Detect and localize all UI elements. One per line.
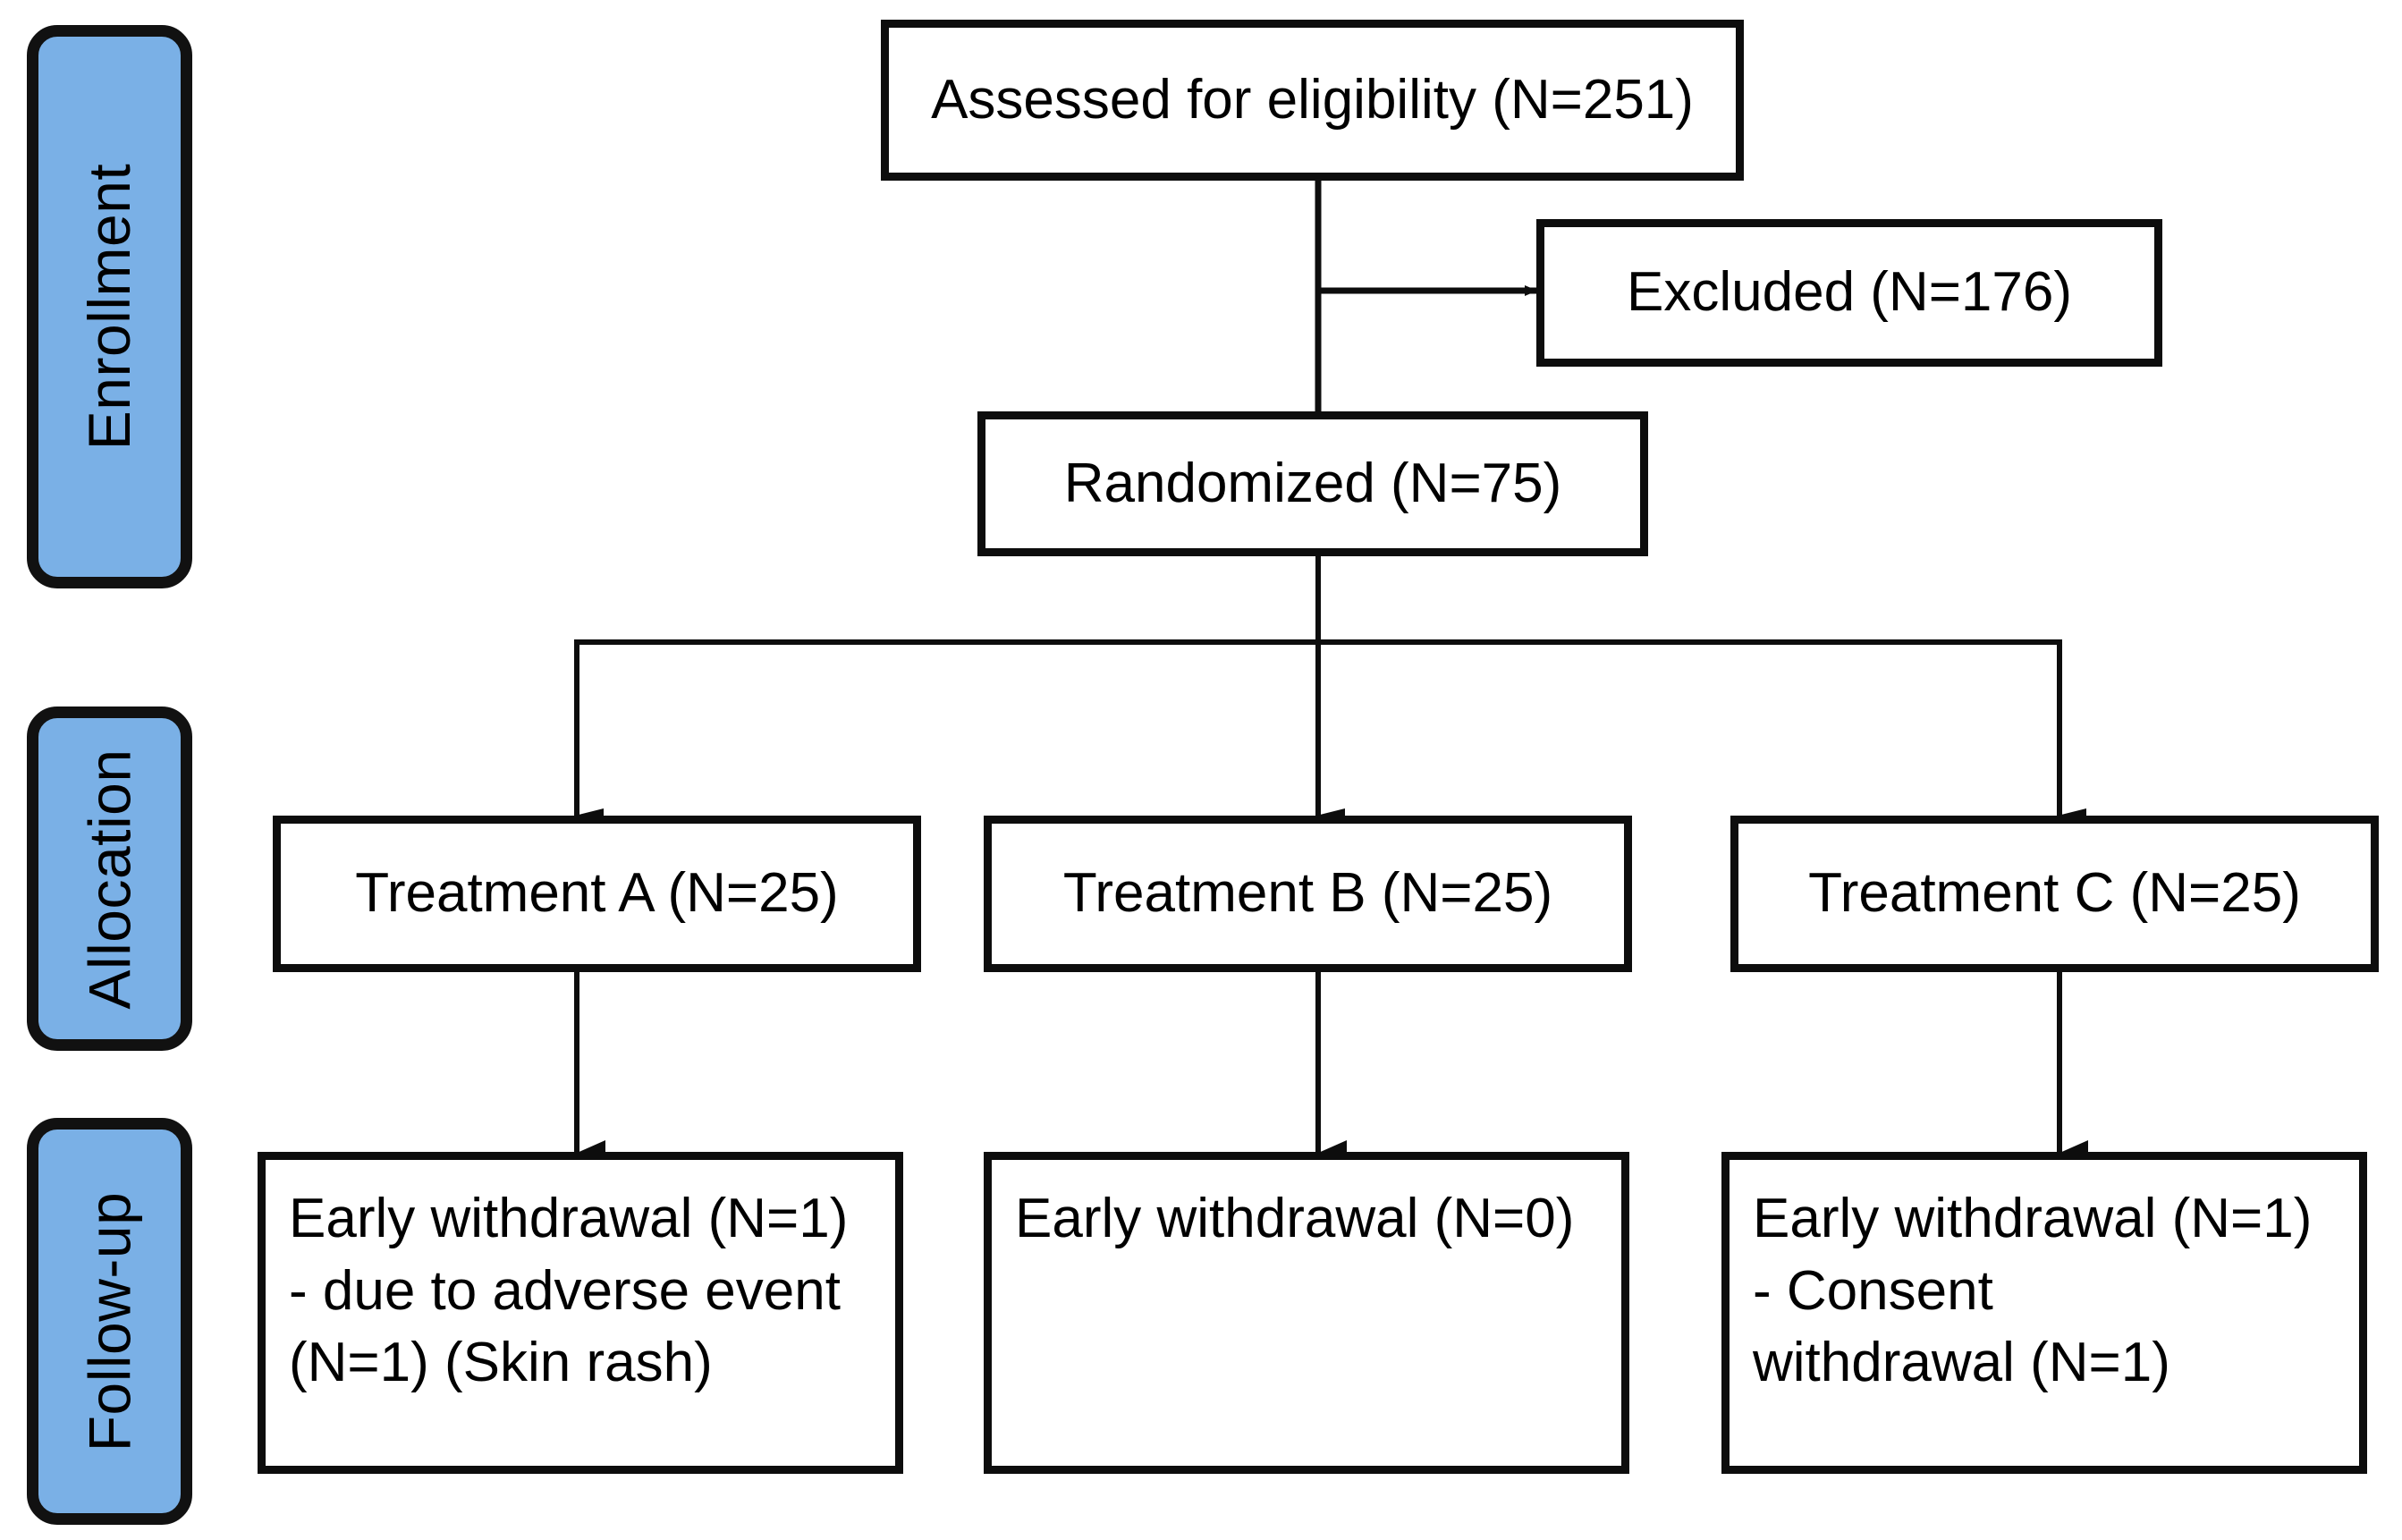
node-followup-c-label: Early withdrawal (N=1) - Consent withdra… [1753, 1188, 2313, 1394]
node-excluded-label: Excluded (N=176) [1627, 261, 2072, 324]
phase-pill-enrollment: Enrollment [27, 25, 192, 588]
node-randomized-label: Randomized (N=75) [1063, 452, 1562, 514]
phase-label-enrollment: Enrollment [76, 163, 143, 451]
node-followup-b-label: Early withdrawal (N=0) [1015, 1188, 1575, 1249]
node-assessed-for-eligibility: Assessed for eligibility (N=251) [881, 20, 1744, 181]
node-followup-b: Early withdrawal (N=0) [984, 1152, 1629, 1474]
node-excluded: Excluded (N=176) [1536, 219, 2162, 367]
node-followup-a: Early withdrawal (N=1) - due to adverse … [258, 1152, 903, 1474]
node-followup-a-label: Early withdrawal (N=1) - due to adverse … [289, 1188, 849, 1394]
node-treatment-c: Treatment C (N=25) [1730, 816, 2379, 972]
phase-pill-allocation: Allocation [27, 707, 192, 1051]
node-treatment-b-label: Treatment B (N=25) [1062, 862, 1553, 925]
node-treatment-c-label: Treatment C (N=25) [1808, 862, 2301, 925]
phase-pill-followup: Follow-up [27, 1118, 192, 1525]
node-followup-c: Early withdrawal (N=1) - Consent withdra… [1721, 1152, 2367, 1474]
node-treatment-b: Treatment B (N=25) [984, 816, 1632, 972]
node-assessed-label: Assessed for eligibility (N=251) [931, 68, 1694, 131]
node-treatment-a-label: Treatment A (N=25) [355, 862, 839, 925]
node-randomized: Randomized (N=75) [977, 411, 1648, 556]
phase-label-followup: Follow-up [76, 1191, 143, 1451]
node-treatment-a: Treatment A (N=25) [273, 816, 921, 972]
phase-label-allocation: Allocation [76, 748, 143, 1010]
